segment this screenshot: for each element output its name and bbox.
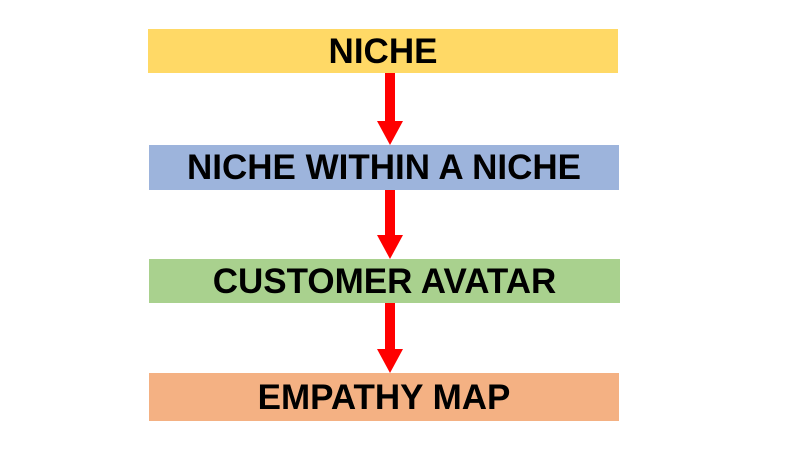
stage-label-niche: NICHE bbox=[328, 31, 438, 71]
down-arrow-icon-2 bbox=[372, 190, 408, 259]
stage-box-empathy-map[interactable]: EMPATHY MAP bbox=[149, 373, 619, 421]
stage-box-niche[interactable]: NICHE bbox=[148, 29, 618, 73]
down-arrow-icon-3 bbox=[372, 303, 408, 373]
stage-box-customer-avatar[interactable]: CUSTOMER AVATAR bbox=[149, 259, 620, 303]
down-arrow-icon-1 bbox=[372, 73, 408, 145]
stage-box-niche-within-a-niche[interactable]: NICHE WITHIN A NICHE bbox=[149, 145, 619, 190]
stage-label-empathy-map: EMPATHY MAP bbox=[257, 377, 511, 417]
stage-label-customer-avatar: CUSTOMER AVATAR bbox=[212, 261, 557, 301]
stage-label-niche-within-a-niche: NICHE WITHIN A NICHE bbox=[186, 148, 582, 187]
